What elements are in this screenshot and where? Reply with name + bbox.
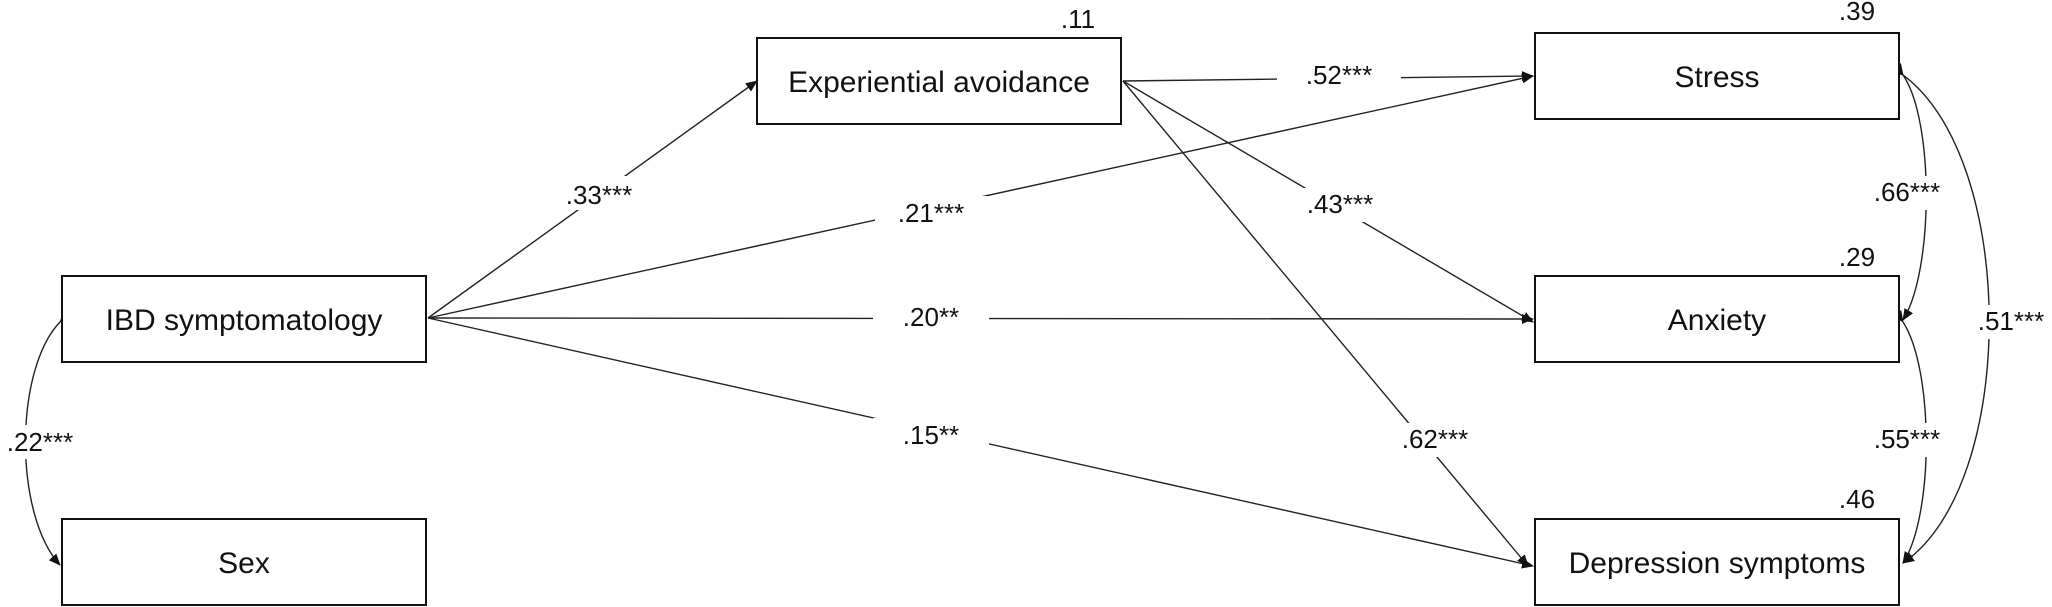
coef-ea-to-stress: .52*** [1277,58,1401,92]
coef-ibd-to-stress: .21*** [875,196,987,230]
cov-stress-depression-text: .51*** [1978,306,2045,336]
coef-ea-to-depression-text: .62*** [1402,424,1469,454]
node-ea-label: Experiential avoidance [788,66,1090,99]
node-anxiety: Anxiety .29 [1534,242,1900,363]
coef-ibd-to-ea: .33*** [545,176,653,210]
coef-ibd-to-depression-text: .15** [903,420,959,450]
path-ea-to-depression-line [1122,80,1529,567]
coef-ea-to-anxiety: .43*** [1283,188,1397,222]
node-depression-r2: .46 [1839,484,1875,514]
node-stress-label: Stress [1674,61,1759,94]
cov-stress-anxiety-text: .66*** [1874,177,1941,207]
node-ibd-label: IBD symptomatology [106,304,383,337]
cov-stress-anxiety-label: .66*** [1849,176,1965,210]
coef-ibd-to-stress-text: .21*** [898,198,965,228]
cov-anxiety-depression-text: .55*** [1874,424,1941,454]
coef-ibd-to-ea-text: .33*** [566,180,633,210]
cov-anxiety-depression-label: .55*** [1849,423,1965,457]
cov-ibd-sex-text: .22*** [7,427,74,457]
node-stress: Stress .39 [1534,0,1900,120]
node-sex-label: Sex [218,547,270,580]
node-stress-r2: .39 [1839,0,1875,26]
node-ibd-symptomatology: IBD symptomatology [61,275,427,363]
node-anxiety-label: Anxiety [1668,304,1766,337]
coef-ibd-to-anxiety: .20** [873,300,989,334]
node-anxiety-r2: .29 [1839,242,1875,272]
node-sex: Sex [61,518,427,606]
node-depression-symptoms: Depression symptoms .46 [1534,484,1900,606]
coef-ea-to-anxiety-text: .43*** [1307,189,1374,219]
coef-ibd-to-anxiety-text: .20** [903,302,959,332]
cov-ibd-sex-label: .22*** [0,425,84,459]
node-ea-r2: .11 [1061,4,1095,34]
node-experiential-avoidance: Experiential avoidance .11 [756,4,1122,125]
node-depression-label: Depression symptoms [1569,547,1866,580]
cov-stress-depression-label: .51*** [1971,305,2051,339]
coef-ibd-to-depression: .15** [873,418,989,452]
coef-ea-to-depression: .62*** [1377,423,1493,457]
coef-ea-to-stress-text: .52*** [1306,60,1373,90]
